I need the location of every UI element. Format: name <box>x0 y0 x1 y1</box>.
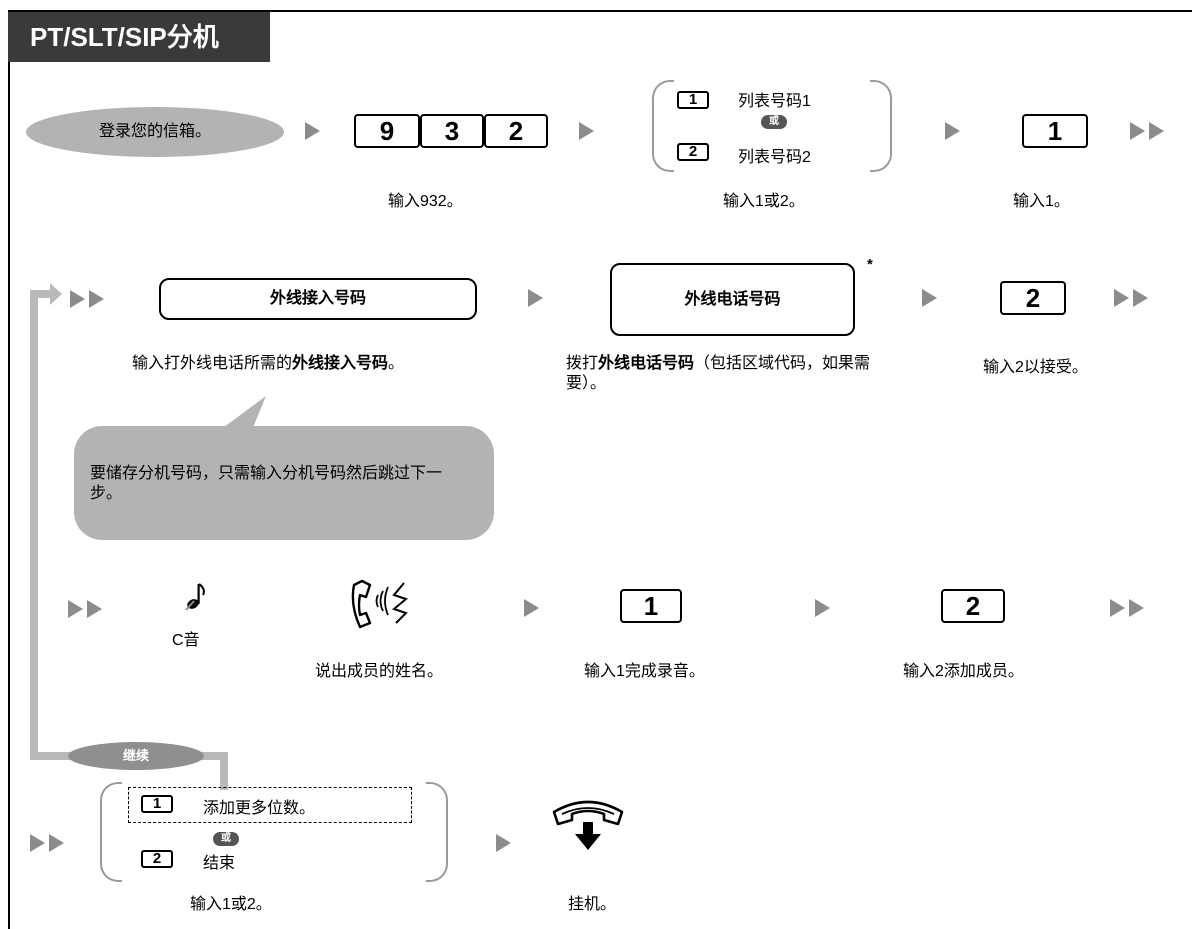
frame-top-border <box>8 10 1192 12</box>
or-badge: 或 <box>761 115 787 129</box>
continue-double-arrow <box>1114 289 1158 307</box>
caption-enter-1-or-2: 输入1或2。 <box>723 193 805 210</box>
key-1-end-record[interactable]: 1 <box>620 589 682 623</box>
frame-left-border <box>8 10 10 929</box>
caption-external-phone: 拨打外线电话号码（包括区域代码，如果需要）。 <box>566 355 871 392</box>
note-bubble-text: 要储存分机号码，只需输入分机号码然后跳过下一步。 <box>90 465 443 502</box>
key-9[interactable]: 9 <box>354 114 420 148</box>
bracket-left <box>100 782 122 882</box>
hang-up-icon <box>552 800 624 850</box>
tone-label: C音 <box>172 632 200 649</box>
note-bubble-tail <box>220 396 266 430</box>
option-label-end: 结束 <box>203 855 236 872</box>
caption-enter-2-accept: 输入2以接受。 <box>983 359 1088 376</box>
caption-hang-up: 挂机。 <box>568 896 617 913</box>
music-note-icon <box>185 583 205 611</box>
caption-speak-name: 说出成员的姓名。 <box>315 663 444 680</box>
speak-handset-icon <box>351 579 409 629</box>
option-label-add-more: 添加更多位数。 <box>203 800 316 817</box>
flow-arrow <box>305 122 320 140</box>
flow-arrow <box>945 122 960 140</box>
caption-enter-932: 输入932。 <box>388 193 463 210</box>
or-badge: 或 <box>213 832 239 846</box>
external-phone-number-box: 外线电话号码 <box>610 263 855 336</box>
continue-double-arrow <box>1130 122 1174 140</box>
flow-arrow <box>579 122 594 140</box>
continue-label: 继续 <box>122 748 149 763</box>
asterisk-note-mark: * <box>867 256 873 273</box>
flow-arrow <box>528 289 543 307</box>
loop-line-bottom <box>30 752 100 760</box>
caption-enter-2-add: 输入2添加成员。 <box>903 663 1024 680</box>
continue-pill: 继续 <box>68 742 204 770</box>
key-2[interactable]: 2 <box>484 114 548 148</box>
key-2-add-member[interactable]: 2 <box>941 589 1005 623</box>
continue-double-arrow <box>30 834 74 852</box>
loop-arrow-head <box>50 283 62 305</box>
selected-option-highlight <box>128 787 412 823</box>
caption-enter-1: 输入1。 <box>1013 193 1070 210</box>
option-key-2-end[interactable]: 2 <box>141 850 173 868</box>
loop-line-drop <box>220 752 228 790</box>
option-key-1[interactable]: 1 <box>677 91 709 109</box>
flow-arrow <box>496 834 511 852</box>
loop-line-to-bracket <box>196 752 228 760</box>
flow-arrow <box>524 599 539 617</box>
loop-line-top <box>30 290 56 298</box>
option-key-1-more[interactable]: 1 <box>141 795 173 813</box>
continue-double-arrow <box>1110 599 1154 617</box>
continue-double-arrow <box>68 600 112 618</box>
key-3[interactable]: 3 <box>420 114 484 148</box>
option-label-list-2: 列表号码2 <box>738 149 811 166</box>
login-bubble: 登录您的信箱。 <box>26 107 284 157</box>
flow-arrow <box>922 289 937 307</box>
option-key-2[interactable]: 2 <box>677 143 709 161</box>
continue-double-arrow <box>70 290 114 308</box>
caption-line-access: 输入打外线电话所需的外线接入号码。 <box>132 355 405 372</box>
bracket-right <box>870 80 892 172</box>
flow-arrow <box>815 599 830 617</box>
key-2-accept[interactable]: 2 <box>1000 281 1066 315</box>
note-bubble <box>74 426 494 540</box>
caption-enter-1-done: 输入1完成录音。 <box>584 663 705 680</box>
caption-enter-1-or-2-final: 输入1或2。 <box>190 896 272 913</box>
loop-line-vertical <box>30 290 38 760</box>
option-label-list-1: 列表号码1 <box>738 93 811 110</box>
page-title: PT/SLT/SIP分机 <box>8 12 270 62</box>
login-bubble-text: 登录您的信箱。 <box>98 123 211 140</box>
bracket-right <box>426 782 448 882</box>
line-access-number-box: 外线接入号码 <box>159 278 477 320</box>
key-1[interactable]: 1 <box>1022 114 1088 148</box>
bracket-left <box>652 80 674 172</box>
